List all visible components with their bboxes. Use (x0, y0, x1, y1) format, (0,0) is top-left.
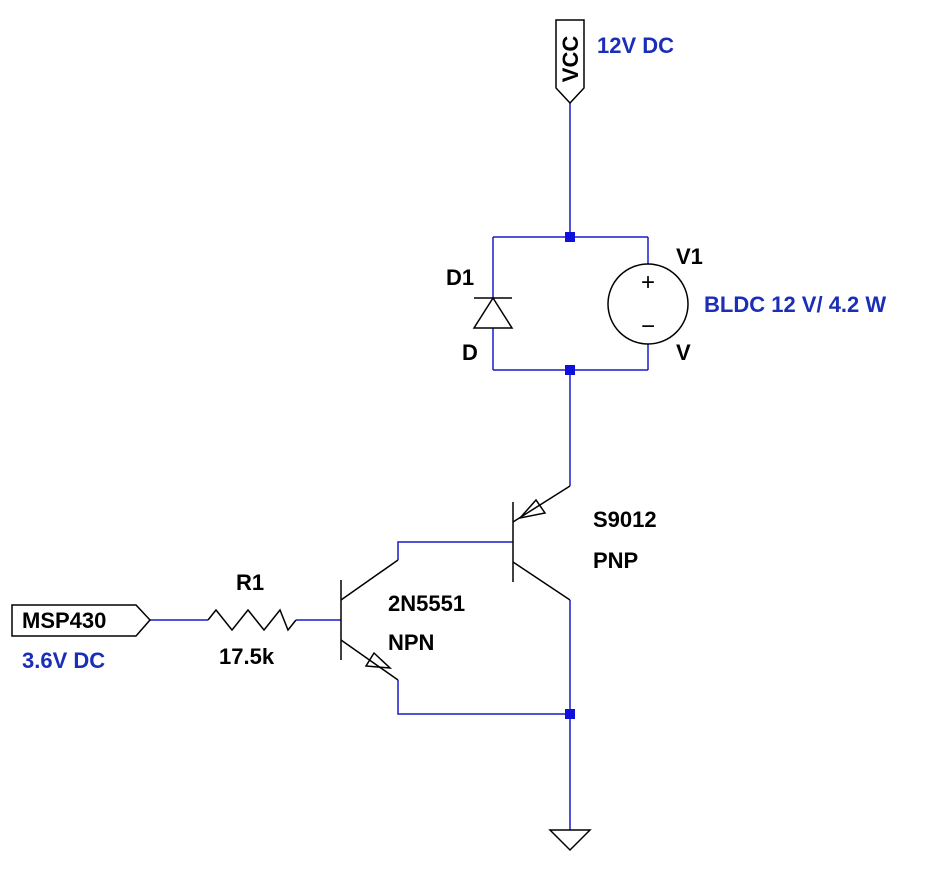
source-plus-sign: + (641, 269, 655, 296)
source-ref: V1 (676, 244, 703, 269)
vcc-flag (555, 19, 585, 105)
junction-top (565, 232, 575, 242)
pnp-ref: S9012 (593, 507, 657, 532)
input-label: MSP430 (22, 608, 106, 633)
input-flag (11, 604, 152, 637)
diode-ref: D1 (446, 265, 474, 290)
resistor-r1-zigzag (207, 608, 297, 632)
vcc-label: VCC (558, 36, 583, 83)
wire-pnp-base-to-npn-collector (397, 541, 513, 560)
npn-emitter-arrow (364, 651, 393, 669)
diode-value: D (462, 340, 478, 365)
junction-ground (565, 709, 575, 719)
junction-middle (565, 365, 575, 375)
pnp-collector-lead (512, 561, 571, 601)
source-value: V (676, 340, 691, 365)
input-voltage-note: 3.6V DC (22, 648, 105, 673)
npn-transistor-2n5551 (340, 559, 399, 681)
input-net-label: MSP430 (11, 604, 152, 637)
pnp-type: PNP (593, 548, 638, 573)
vcc-voltage-note: 12V DC (597, 33, 674, 58)
source-minus-sign: − (641, 313, 655, 340)
voltage-source-v1: + − (607, 263, 689, 345)
diode-d1 (472, 296, 514, 329)
wire-npn-emitter-to-ground-node (397, 680, 570, 715)
wires (150, 103, 649, 830)
npn-collector-lead (340, 559, 399, 601)
vcc-net-label: VCC (555, 19, 585, 105)
source-circle (607, 263, 689, 345)
npn-ref: 2N5551 (388, 591, 465, 616)
resistor-value: 17.5k (219, 644, 275, 669)
source-note: BLDC 12 V/ 4.2 W (704, 292, 886, 317)
ground-icon (548, 829, 592, 852)
resistor-ref: R1 (236, 570, 264, 595)
pnp-transistor-s9012 (512, 485, 571, 601)
npn-type: NPN (388, 630, 434, 655)
diode-triangle (472, 296, 514, 329)
pnp-emitter-arrow (517, 498, 547, 520)
junctions (565, 232, 575, 719)
